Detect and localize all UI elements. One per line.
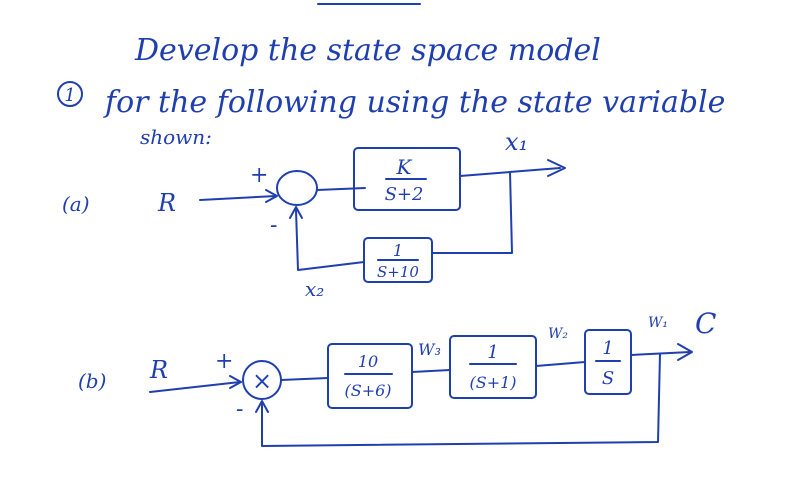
part-a-feedback-block [363,237,433,283]
part-a-forward-numerator: K [396,155,413,179]
part-b-w3-label: W₃ [418,340,441,359]
part-b-feedback-arrowhead [255,400,269,413]
part-a-feedback-right [431,171,513,254]
part-b-block1 [327,343,413,409]
part-b-plus-sign: + [215,349,233,374]
part-b-output-label: C [695,307,716,340]
part-b-block2-numerator: 1 [487,342,498,363]
problem-line-1: Develop the state space model [134,33,601,68]
part-b-block3-denominator: S [602,368,614,389]
part-b-block2-to-block3 [535,361,586,367]
part-a-label: (a) [62,192,90,216]
part-b-summer-symbol: × [252,367,272,395]
part-b-w2-label: W₂ [548,326,568,342]
problem-number: 1 [64,85,75,106]
part-b-block3 [584,329,632,395]
part-b-w1-label: W₁ [648,315,668,331]
part-a-plus-sign: + [250,163,268,188]
part-a-feedback-denominator: S+10 [377,263,419,281]
part-a-input-label: R [157,189,176,217]
part-b-feedback-path [261,353,661,447]
part-a-minus-sign: - [270,213,277,238]
part-b-output-arrowhead [677,343,693,361]
part-b-block1-denominator: (S+6) [344,381,391,400]
part-b-block1-to-block2 [411,369,451,373]
part-a-input-arrowhead [265,189,278,203]
part-a-x2-label: x₂ [305,277,324,301]
part-b-diagram: (b) R + - × 10 (S+6) W₃ 1 (S+1) W₂ 1 S W [78,307,716,447]
part-a-summing-junction [276,170,318,206]
part-a-forward-block [353,147,461,211]
part-b-label: (b) [78,369,106,393]
part-b-input-arrow [149,381,241,393]
part-b-block3-numerator: 1 [602,338,613,359]
part-a-x1-label: x₁ [505,128,528,156]
part-a-summer-to-block [316,187,366,191]
part-b-block2-denominator: (S+1) [469,373,516,392]
part-a-forward-denominator: S+2 [385,184,424,205]
problem-line-3: shown: [140,125,212,149]
part-b-block1-numerator: 10 [358,352,378,371]
part-a-input-arrow [199,195,277,201]
part-b-block2 [449,335,537,399]
problem-line-2: for the following using the state variab… [103,85,725,120]
part-b-summer-to-block1 [280,377,329,381]
part-a-feedback-left [295,209,365,271]
part-a-feedback-arrowhead [289,206,303,219]
part-b-input-label: R [149,356,168,384]
part-b-minus-sign: - [236,397,243,422]
part-a-diagram: (a) R + - K S+2 x₁ 1 S+10 x₂ [62,128,566,301]
problem-number-circle [57,81,83,107]
part-a-output-arrowhead [547,159,566,177]
part-b-input-arrowhead [229,375,242,389]
part-a-feedback-numerator: 1 [393,241,403,260]
